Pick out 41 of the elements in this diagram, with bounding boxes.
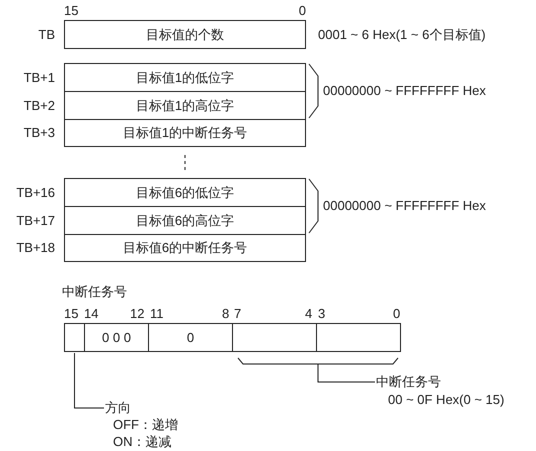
register-box: 目标值6的高位字 bbox=[64, 206, 306, 235]
range-text: 00000000 ~ FFFFFFFF Hex bbox=[323, 198, 486, 214]
row-label: TB+1 bbox=[24, 70, 55, 86]
bit-number: 8 bbox=[222, 306, 230, 322]
row-label: TB+2 bbox=[24, 98, 55, 114]
bit-number: 15 bbox=[64, 306, 78, 322]
range-text: 00000000 ~ FFFFFFFF Hex bbox=[323, 83, 486, 99]
bit-number: 4 bbox=[305, 306, 312, 322]
bit-cell bbox=[64, 323, 85, 352]
register-box: 目标值6的低位字 bbox=[64, 178, 306, 207]
bit-number: 12 bbox=[130, 306, 144, 322]
bit-number: 11 bbox=[150, 306, 164, 322]
row-label: TB+18 bbox=[16, 240, 55, 256]
register-box: 目标值6的中断任务号 bbox=[64, 234, 306, 262]
bit-number: 0 bbox=[393, 306, 400, 322]
row-label: TB+17 bbox=[16, 212, 55, 228]
note-text: 中断任务号 bbox=[376, 374, 441, 390]
bit-cell: 0 bbox=[148, 323, 233, 352]
register-box: 目标值1的高位字 bbox=[64, 91, 306, 120]
row-label: TB bbox=[38, 26, 55, 42]
row-label: TB+16 bbox=[16, 184, 55, 200]
bit-number: 3 bbox=[318, 306, 326, 322]
row-label: TB+3 bbox=[24, 125, 55, 141]
bit-cell: 0 0 0 bbox=[84, 323, 149, 352]
range-text: 0001 ~ 6 Hex(1 ~ 6个目标值) bbox=[318, 27, 486, 43]
heading: 中断任务号 bbox=[62, 284, 127, 300]
note-text: OFF：递增 bbox=[113, 417, 178, 433]
register-box: 目标值1的中断任务号 bbox=[64, 119, 306, 147]
register-box: 目标值1的低位字 bbox=[64, 63, 306, 92]
bit-number: 15 bbox=[64, 3, 78, 19]
register-box: 目标值的个数 bbox=[64, 20, 306, 49]
bit-cell bbox=[232, 323, 317, 352]
leader-line bbox=[74, 352, 104, 408]
bit-cell bbox=[316, 323, 401, 352]
bit-number: 7 bbox=[234, 306, 242, 322]
note-text: 00 ~ 0F Hex(0 ~ 15) bbox=[388, 392, 504, 408]
bit-number: 0 bbox=[298, 3, 306, 19]
bit-number: 14 bbox=[84, 306, 98, 322]
note-text: 方向 bbox=[105, 400, 131, 416]
leader-line bbox=[238, 358, 398, 382]
note-text: ON：递减 bbox=[113, 434, 172, 450]
